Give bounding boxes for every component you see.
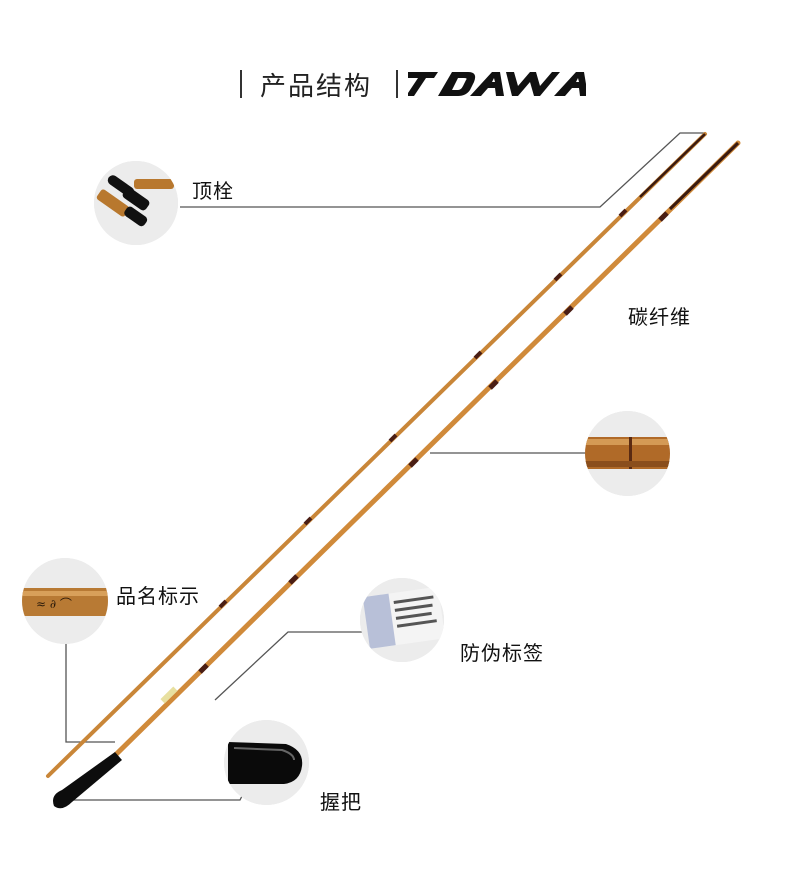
header: 产品结构: [0, 66, 790, 106]
top-plug-photo: [94, 161, 178, 245]
header-divider-left: [240, 70, 242, 98]
label-anti-fake: 防伪标签: [460, 643, 544, 665]
anti-fake-label-photo: [360, 578, 444, 662]
header-divider-right: [396, 70, 398, 98]
rod-grip: [53, 752, 122, 809]
label-product-name: 品名标示: [116, 586, 200, 608]
carbon-joint-photo: [585, 411, 670, 496]
rod-two: [53, 140, 741, 809]
rod-one: [46, 132, 707, 778]
grip-photo: [224, 720, 309, 805]
label-top-plug: 顶栓: [192, 181, 234, 203]
leader-line-top-plug: [180, 132, 705, 208]
leader-line-product-name: [65, 640, 115, 743]
svg-text:≈ ∂ ⌒: ≈ ∂ ⌒: [36, 597, 72, 611]
leader-line-anti-fake: [214, 631, 362, 701]
label-grip: 握把: [320, 792, 362, 814]
product-name-photo: ≈ ∂ ⌒: [22, 558, 108, 644]
daiwa-logo: [408, 72, 586, 96]
page-title: 产品结构: [260, 71, 373, 101]
label-carbon: 碳纤维: [628, 307, 691, 329]
